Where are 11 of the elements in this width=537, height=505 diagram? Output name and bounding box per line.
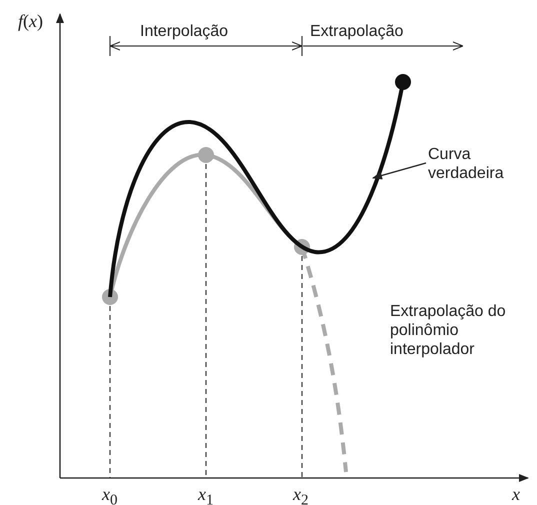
annotation-text: Extrapolação do polinômio interpolador — [390, 302, 507, 359]
range-label: Interpolação — [140, 22, 228, 41]
tick-label: x$_{1}$ — [198, 485, 214, 505]
leader-line — [372, 162, 426, 180]
tick-label: x$_{0}$ — [102, 485, 118, 505]
true-curve — [108, 74, 411, 298]
axis-label: f(x) — [18, 12, 44, 31]
callout-label: Curva verdadeira — [428, 145, 518, 183]
tick-label: x$_{2}$ — [293, 485, 308, 505]
axis-label: x — [512, 485, 520, 504]
range-label: Extrapolação — [310, 22, 404, 41]
